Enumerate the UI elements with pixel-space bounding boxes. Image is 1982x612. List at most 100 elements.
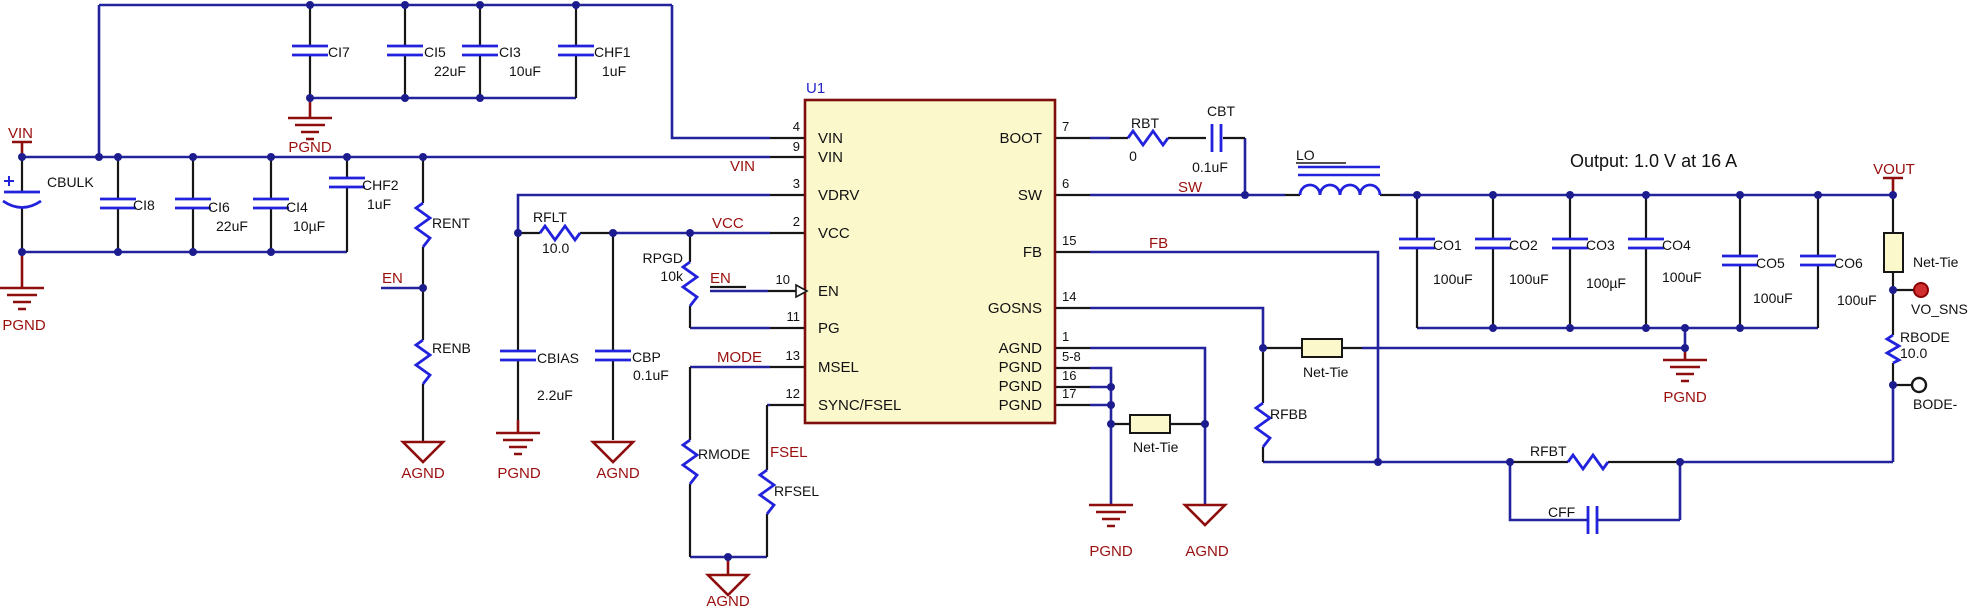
pin-number: 4 <box>793 119 800 134</box>
pin-name: EN <box>818 283 839 300</box>
ports-and-ground-stubs <box>12 98 1903 575</box>
fsel-net-label: FSEL <box>770 444 808 461</box>
co1-val: 100uF <box>1433 271 1473 287</box>
cap-co6 <box>1798 254 1838 267</box>
ci5-val: 22uF <box>434 63 466 79</box>
cap-co1 <box>1397 237 1437 250</box>
pin-name: FB <box>1023 244 1042 261</box>
cbt-val: 0.1uF <box>1192 159 1228 175</box>
pgnd-symbol <box>1087 503 1135 528</box>
ic-u1 <box>795 98 1057 425</box>
en-net-label: EN <box>710 270 731 287</box>
pgnd-symbol <box>1661 358 1709 383</box>
junction-dots <box>18 1 1897 561</box>
capacitor-symbols <box>2 44 1838 536</box>
agnd-net-label: AGND <box>706 593 750 610</box>
co4-ref: CO4 <box>1662 237 1691 253</box>
agnd-net-label: AGND <box>596 465 640 482</box>
pin-number: 16 <box>1062 368 1076 383</box>
cap-co3 <box>1550 237 1590 250</box>
pin-name: PGND <box>999 378 1043 395</box>
ic-body <box>803 98 1057 425</box>
cap-cbulk-polarized <box>2 176 42 209</box>
cap-ci8 <box>98 197 138 210</box>
res-rmode <box>681 438 699 486</box>
pin-number: 6 <box>1062 176 1069 191</box>
mode-net-label: MODE <box>717 349 762 366</box>
cbp-val: 0.1uF <box>633 367 669 383</box>
ci6-ref: CI6 <box>208 199 230 215</box>
pin-number: 12 <box>786 386 800 401</box>
cff-ref: CFF <box>1548 504 1575 520</box>
vcc-net-label: VCC <box>712 215 744 232</box>
cap-cbias <box>498 349 538 362</box>
pin-name: SW <box>1018 187 1043 204</box>
pin-name: VIN <box>818 149 843 166</box>
cap-ci6 <box>173 197 213 210</box>
ci5-ref: CI5 <box>424 44 446 60</box>
ci3-val: 10uF <box>509 63 541 79</box>
pin-number: 11 <box>787 309 801 324</box>
pin-number: 5-8 <box>1062 349 1081 364</box>
cap-ci4 <box>251 197 291 210</box>
pin-name: PG <box>818 320 840 337</box>
pin-name: BOOT <box>999 130 1042 147</box>
bode-label: BODE- <box>1913 396 1958 412</box>
rbode-ref: RBODE <box>1900 329 1950 345</box>
u1-refdes: U1 <box>806 80 825 97</box>
co5-val: 100uF <box>1753 290 1793 306</box>
pin-number: 1 <box>1062 329 1069 344</box>
en-net-label: EN <box>382 270 403 287</box>
pin-number: 3 <box>793 176 800 191</box>
bode-testpoint-icon <box>1910 376 1928 394</box>
net-tie-pgnd-agnd <box>1129 414 1171 434</box>
vout-port-label: VOUT <box>1873 161 1915 178</box>
pgnd-net-label: PGND <box>288 139 332 156</box>
pgnd-symbol <box>0 286 46 311</box>
labels: CI7 CI5 22uF CI3 10uF CHF1 1uF PGND VIN … <box>2 44 1967 610</box>
rpgd-val: 10k <box>660 268 684 284</box>
co3-val: 100µF <box>1586 275 1626 291</box>
ci4-val: 10µF <box>293 218 325 234</box>
pin-name: SYNC/FSEL <box>818 397 901 414</box>
cbp-ref: CBP <box>632 349 661 365</box>
cbias-val: 2.2uF <box>537 387 573 403</box>
net-tie-label: Net-Tie <box>1913 254 1959 270</box>
res-rbt <box>1126 129 1170 147</box>
pin-number: 15 <box>1062 233 1076 248</box>
pin-name: MSEL <box>818 359 859 376</box>
inductor-lo <box>1296 162 1382 196</box>
rfbb-ref: RFBB <box>1270 406 1307 422</box>
ci7-ref: CI7 <box>328 44 350 60</box>
rbt-ref: RBT <box>1131 115 1159 131</box>
pgnd-net-label: PGND <box>1089 543 1133 560</box>
pin-number: 13 <box>786 348 800 363</box>
pin-number: 17 <box>1062 386 1076 401</box>
pin-name: PGND <box>999 359 1043 376</box>
rbt-val: 0 <box>1129 148 1137 164</box>
net-tie-vout-sense <box>1883 232 1904 273</box>
pgnd-net-label: PGND <box>2 317 46 334</box>
rbode-val: 10.0 <box>1900 345 1927 361</box>
lo-ref: LO <box>1296 147 1315 163</box>
res-rfbt <box>1566 453 1610 471</box>
cap-ci7 <box>290 44 330 57</box>
chf2-ref: CHF2 <box>362 177 399 193</box>
co6-val: 100uF <box>1837 292 1877 308</box>
rflt-ref: RFLT <box>533 209 567 225</box>
vo-sns-label: VO_SNS <box>1911 301 1968 317</box>
cap-co4 <box>1626 237 1666 250</box>
pin-number: 10 <box>776 272 790 287</box>
agnd-net-label: AGND <box>401 465 445 482</box>
cbulk-ref: CBULK <box>47 174 94 190</box>
vo-sns-testpoint-icon <box>1913 282 1929 298</box>
rflt-val: 10.0 <box>542 240 569 256</box>
rent-ref: RENT <box>432 215 471 231</box>
agnd-net-label: AGND <box>1185 543 1229 560</box>
pin-number: 14 <box>1062 289 1076 304</box>
chf1-ref: CHF1 <box>594 44 631 60</box>
pin-name: AGND <box>999 340 1043 357</box>
resistor-symbols <box>414 129 1901 516</box>
pin-name: GOSNS <box>988 300 1042 317</box>
